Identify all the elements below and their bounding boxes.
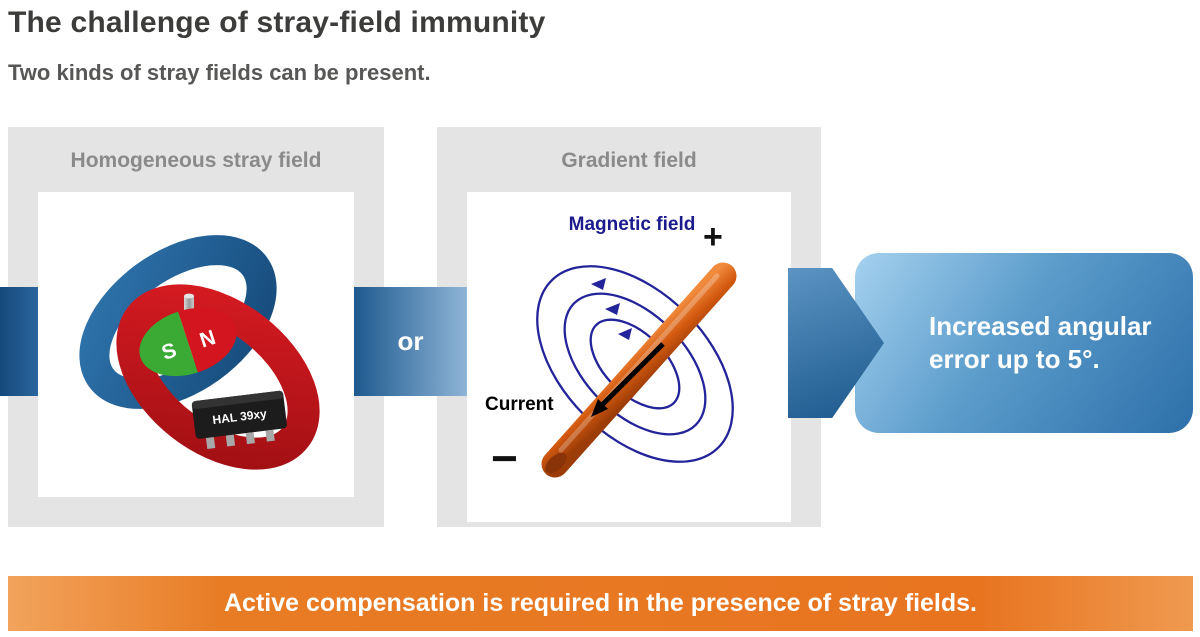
magnet-south-label: S (159, 339, 179, 365)
stray-field-band-middle: or (354, 287, 467, 396)
magnet-north-label: N (197, 326, 219, 353)
chip-label: HAL 39xy (212, 406, 268, 427)
magnet-disc: S N (139, 307, 237, 377)
blue-ring (79, 235, 277, 409)
conductor-field-lines-graphic: Magnetic field + (485, 214, 737, 484)
gradient-field-header: Gradient field (561, 149, 697, 172)
plus-sign: + (703, 218, 723, 256)
minus-sign: − (491, 432, 518, 484)
page-title: The challenge of stray-field immunity (8, 6, 546, 39)
bottom-banner: Active compensation is required in the p… (8, 576, 1193, 631)
or-label: or (397, 326, 424, 356)
red-ring (116, 284, 320, 470)
homogeneous-field-header: Homogeneous stray field (70, 149, 322, 172)
coil-magnet-sensor-graphic: S N HAL 39xy (79, 235, 320, 470)
page-subtitle: Two kinds of stray fields can be present… (8, 60, 431, 85)
gradient-field-illustration: Magnetic field + (467, 192, 791, 522)
banner-text: Active compensation is required in the p… (223, 589, 977, 617)
current-arrow (591, 342, 665, 417)
field-direction-arrowheads (591, 278, 632, 340)
sensor-chip: HAL 39xy (191, 390, 287, 449)
magnetic-field-label: Magnetic field (569, 214, 696, 235)
homogeneous-field-illustration: S N HAL 39xy (38, 192, 354, 497)
result-text: Increased angular error up to 5°. (929, 310, 1152, 374)
current-label: Current (485, 394, 554, 415)
result-box: Increased angular error up to 5°. (855, 253, 1193, 433)
stray-field-band-left (0, 287, 38, 396)
